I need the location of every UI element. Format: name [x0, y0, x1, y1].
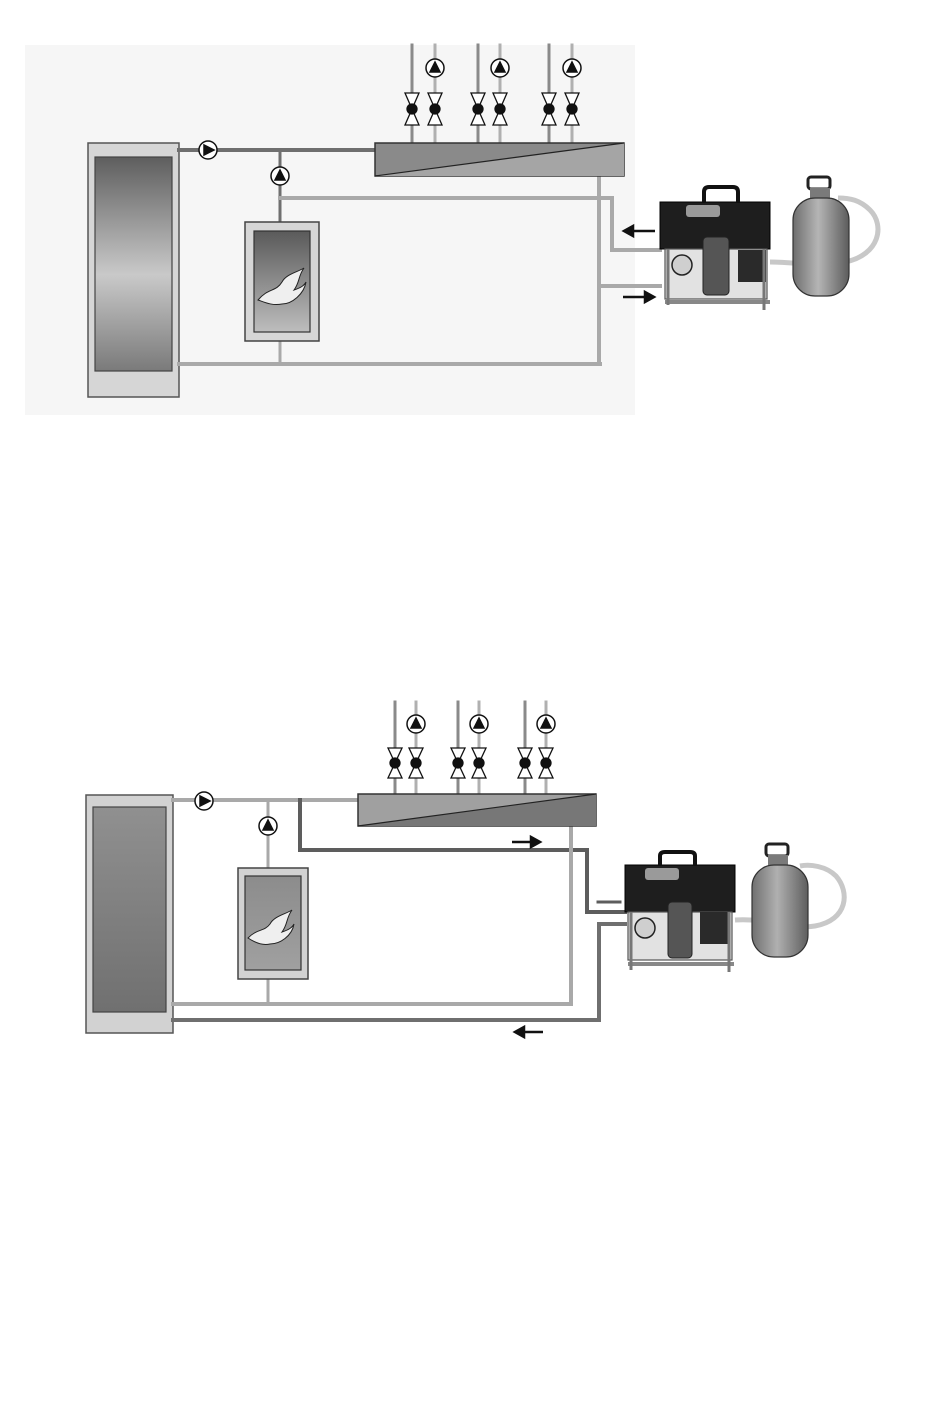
valve-icon — [428, 93, 442, 125]
storage-tank — [88, 143, 179, 397]
flushing-unit — [625, 852, 735, 972]
pump-icon — [407, 715, 425, 733]
pump-icon — [537, 715, 555, 733]
valve-icon — [565, 93, 579, 125]
pump-icon — [271, 167, 289, 185]
valve-group — [388, 748, 553, 778]
storage-tank — [86, 795, 173, 1033]
valve-icon — [542, 93, 556, 125]
pump-icon — [199, 141, 217, 159]
gas-cylinder — [752, 844, 808, 957]
valve-icon — [409, 748, 423, 778]
distribution-manifold — [375, 143, 624, 176]
diagram-installation-2 — [0, 680, 950, 1080]
diagram-canvas-1 — [0, 0, 950, 440]
valve-icon — [472, 748, 486, 778]
valve-icon — [471, 93, 485, 125]
pump-icon — [426, 59, 444, 77]
boiler — [238, 868, 308, 979]
pump-icon — [470, 715, 488, 733]
arrow-icon — [624, 226, 655, 236]
valve-icon — [518, 748, 532, 778]
valve-icon — [493, 93, 507, 125]
arrow-icon — [515, 1027, 543, 1037]
flushing-unit — [660, 187, 770, 310]
diagram-canvas-2 — [0, 680, 950, 1080]
valve-icon — [388, 748, 402, 778]
flow-arrows — [512, 837, 543, 1037]
valve-icon — [539, 748, 553, 778]
distribution-manifold — [358, 794, 596, 826]
valve-icon — [451, 748, 465, 778]
valve-icon — [405, 93, 419, 125]
pump-icon — [259, 817, 277, 835]
gas-cylinder — [793, 177, 849, 296]
diagram-installation-1 — [0, 0, 950, 440]
pump-icon — [195, 792, 213, 810]
pump-icon — [563, 59, 581, 77]
boiler — [245, 222, 319, 341]
arrow-icon — [512, 837, 540, 847]
pump-icon — [491, 59, 509, 77]
